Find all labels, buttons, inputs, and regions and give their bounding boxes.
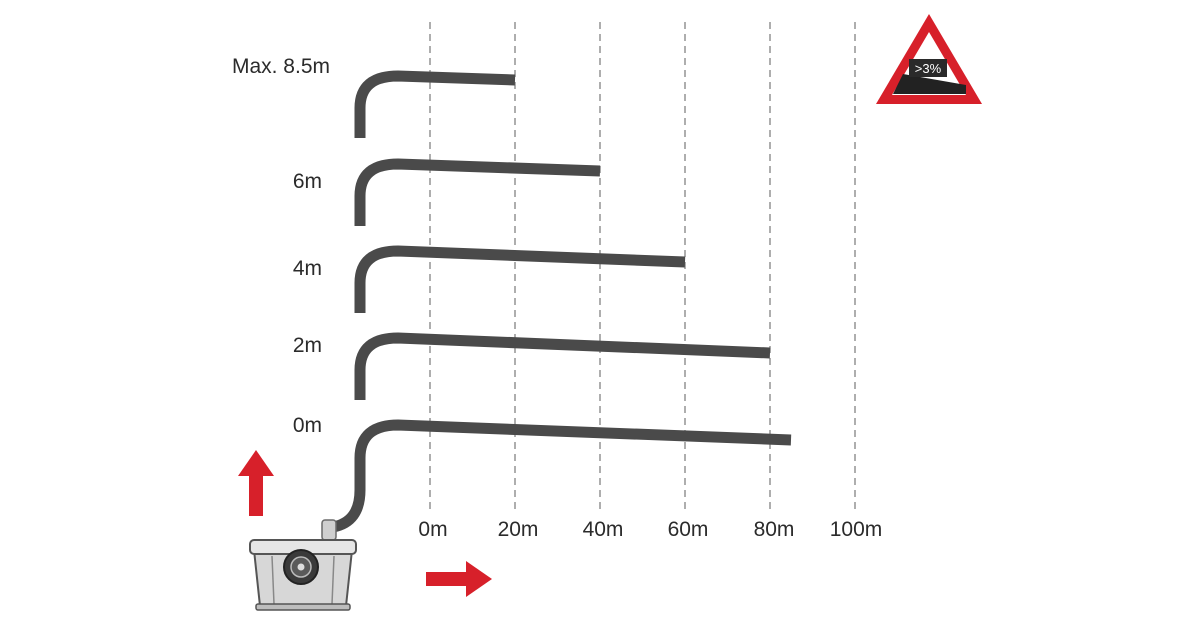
pipe-run-6m [354,158,601,226]
pipe-run-0m [331,419,792,533]
pump-unit-icon [249,519,357,611]
height-label-4m: 4m [293,257,322,280]
pipe-run-2m [354,332,771,400]
right-arrow-shaft [426,572,470,586]
height-label-6m: 6m [293,170,322,193]
pump-motor-center [297,563,305,571]
gradient-warning-sign-icon: >3% [876,14,982,104]
distance-label-0m: 0m [418,518,447,541]
up-arrow-icon [238,450,274,516]
warning-label: >3% [915,61,942,76]
height-label-2m: 2m [293,334,322,357]
pump-panel-line [331,555,335,605]
right-arrow-head [466,561,492,597]
distance-label-100m: 100m [830,518,883,541]
pump-outlet [321,519,337,541]
up-arrow-head [238,450,274,476]
distance-label-20m: 20m [498,518,539,541]
up-arrow-shaft [249,470,263,516]
distance-label-60m: 60m [668,518,709,541]
height-label-0m: 0m [293,414,322,437]
warning-label-bg [909,59,947,77]
pipe-runs [331,70,792,533]
pump-base [255,603,351,611]
slope-icon [893,74,966,94]
height-labels: Max. 8.5m 6m 4m 2m 0m [232,55,330,437]
pipe-run-4m [354,245,686,313]
distance-label-80m: 80m [754,518,795,541]
height-label-max: Max. 8.5m [232,55,330,78]
pump-panel-line [271,555,275,605]
right-arrow-icon [426,561,492,597]
distance-label-40m: 40m [583,518,624,541]
distance-labels: 0m 20m 40m 60m 80m 100m [418,518,882,541]
pipe-run-8-5m [354,70,516,138]
